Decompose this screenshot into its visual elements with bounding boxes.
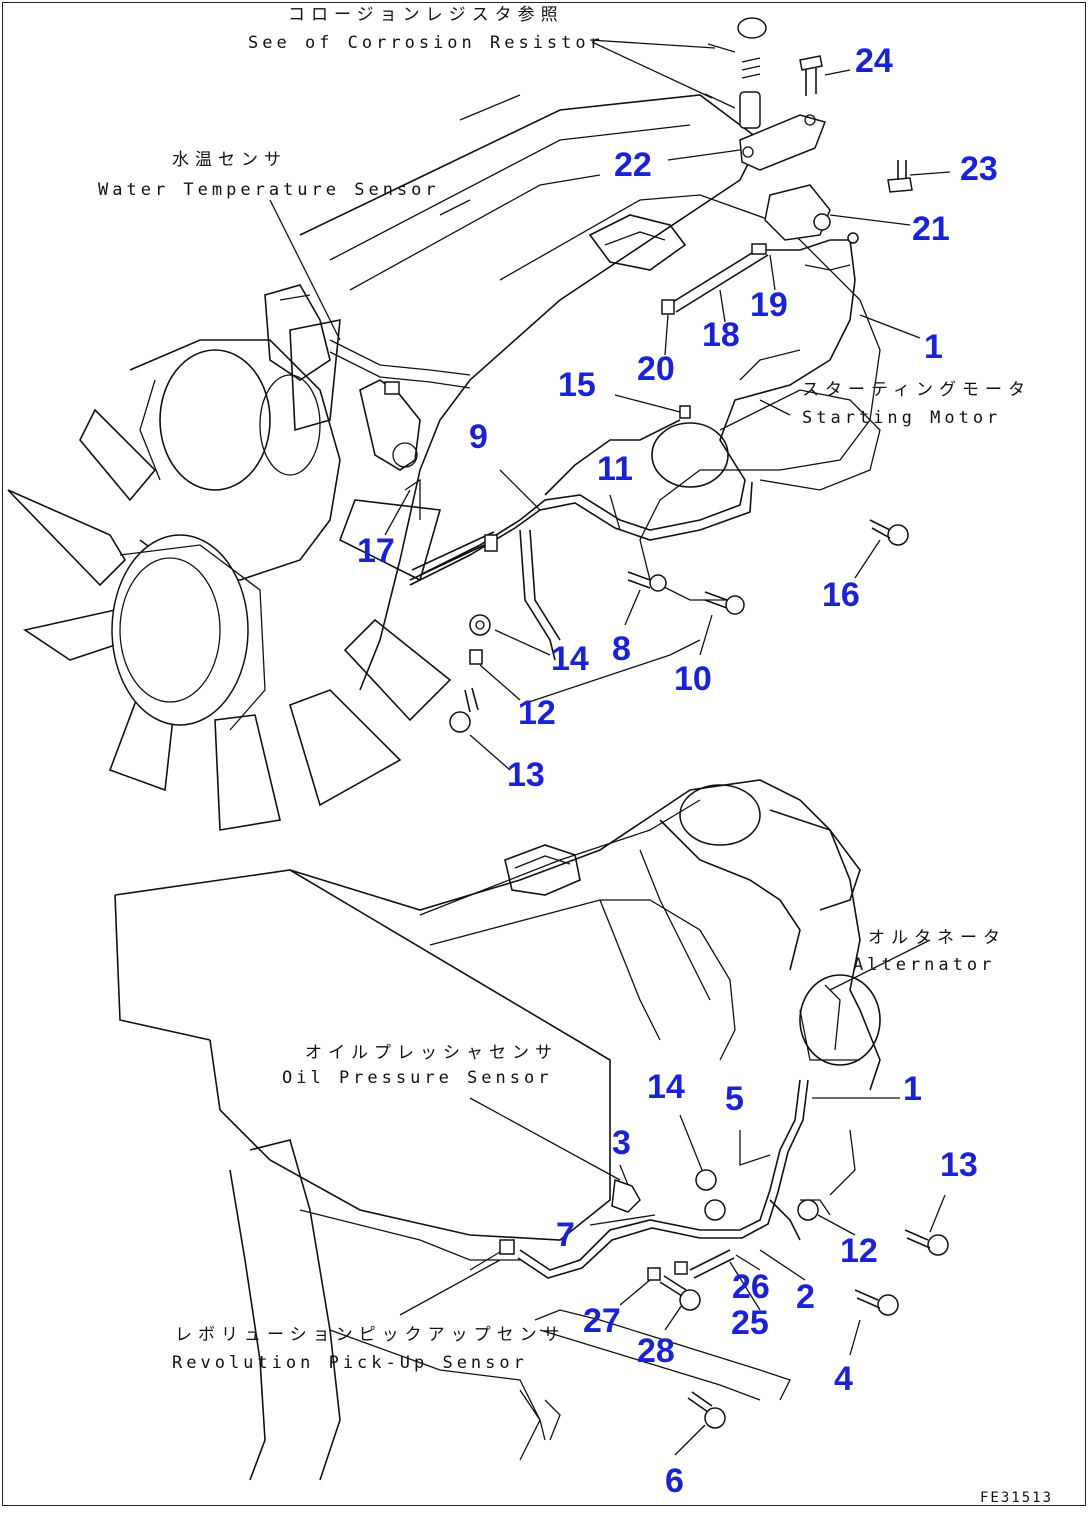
callout-27: 27 — [583, 1302, 621, 1340]
alternator-label-en: Alternator — [853, 955, 995, 975]
callout-23: 23 — [960, 150, 998, 188]
water-sensor-label-jp: 水温センサ — [172, 150, 287, 170]
oil-sensor-label-en: Oil Pressure Sensor — [282, 1068, 552, 1088]
callout-16: 16 — [822, 576, 860, 614]
water-sensor-label-en: Water Temperature Sensor — [98, 180, 440, 200]
upper-engine-drawing — [7, 17, 913, 831]
callout-15: 15 — [558, 366, 596, 404]
rev-sensor-label-en: Revolution Pick-Up Sensor — [172, 1353, 528, 1373]
oil-sensor-label-jp: オイルプレッシャセンサ — [305, 1043, 558, 1063]
callout-26: 26 — [732, 1268, 770, 1306]
alternator-label-jp: オルタネータ — [868, 928, 1006, 948]
callout-4: 4 — [834, 1360, 853, 1398]
callout-13-lower: 13 — [940, 1146, 978, 1184]
callout-5: 5 — [725, 1080, 744, 1118]
callout-28: 28 — [637, 1332, 675, 1370]
callout-14-upper: 14 — [551, 640, 589, 678]
starting-motor-label-en: Starting Motor — [802, 408, 1001, 428]
rev-sensor-label-jp: レボリューションピックアップセンサ — [175, 1325, 566, 1345]
callout-numbers: 24 22 23 21 19 18 1 20 15 9 11 17 16 14 … — [357, 42, 998, 1500]
callout-12-lower: 12 — [840, 1232, 878, 1270]
callout-6: 6 — [665, 1462, 684, 1500]
lower-engine-drawing — [114, 779, 949, 1481]
callout-14-lower: 14 — [647, 1068, 685, 1106]
callout-22: 22 — [614, 146, 652, 184]
starting-motor-label-jp: スターティングモータ — [802, 380, 1031, 400]
callout-3: 3 — [612, 1124, 631, 1162]
callout-12-upper: 12 — [518, 694, 556, 732]
callout-19: 19 — [750, 286, 788, 324]
callout-20: 20 — [637, 350, 675, 388]
figure-code: FE31513 — [980, 1490, 1053, 1506]
callout-25: 25 — [731, 1304, 769, 1342]
callout-17: 17 — [357, 532, 395, 570]
callout-10: 10 — [674, 660, 712, 698]
callout-1-lower: 1 — [903, 1070, 922, 1108]
callout-11: 11 — [597, 450, 633, 488]
callout-13-upper: 13 — [507, 756, 545, 794]
callout-2: 2 — [796, 1278, 815, 1316]
callout-18: 18 — [702, 316, 740, 354]
callout-9: 9 — [469, 418, 488, 456]
corrosion-label-jp: コロージョンレジスタ参照 — [288, 5, 564, 25]
callout-24: 24 — [855, 42, 893, 80]
text-labels: コロージョンレジスタ参照 See of Corrosion Resistor 水… — [98, 5, 1053, 1506]
callout-8: 8 — [612, 630, 631, 668]
callout-1-upper: 1 — [924, 328, 943, 366]
callout-21: 21 — [912, 210, 950, 248]
callout-7: 7 — [556, 1216, 575, 1254]
leader-lines — [269, 39, 951, 1456]
corrosion-label-en: See of Corrosion Resistor — [248, 33, 604, 53]
